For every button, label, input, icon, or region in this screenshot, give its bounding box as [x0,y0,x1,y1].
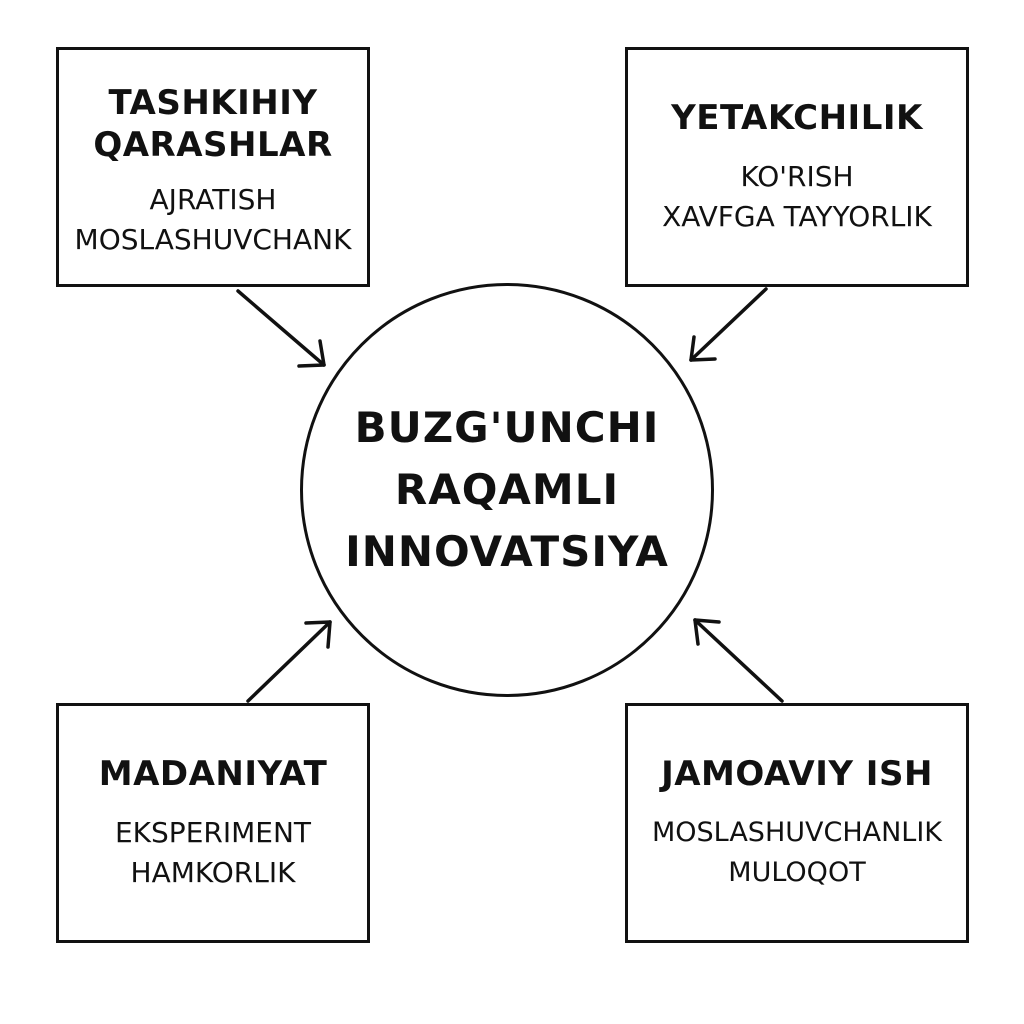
node-bottom-right: JAMOAVIY ISH MOSLASHUVCHANLIK MULOQOT [625,703,969,943]
node-bottom-right-items: MOSLASHUVCHANLIK MULOQOT [652,813,942,893]
node-bottom-left-title: MADANIYAT [98,754,328,794]
node-top-left-items: AJRATISH MOSLASHUVCHANK [75,180,352,260]
node-bottom-left-item: HAMKORLIK [130,856,296,889]
node-bottom-right-title: JAMOAVIY ISH [661,754,933,794]
node-top-left: TASHKIHIY QARASHLAR AJRATISH MOSLASHUVCH… [56,47,370,287]
node-top-left-item: MOSLASHUVCHANK [74,223,352,256]
node-top-right-items: KO'RISH XAVFGA TAYYORLIK [662,157,932,237]
center-node: BUZG'UNCHI RAQAMLI INNOVATSIYA [300,283,714,697]
node-top-right-item: XAVFGA TAYYORLIK [662,200,932,233]
node-top-left-item: AJRATISH [149,183,277,216]
arrow-top-left-to-center [236,289,326,368]
node-bottom-right-item: MOSLASHUVCHANLIK [651,817,943,848]
arrow-bottom-right-to-center [693,618,784,703]
center-node-title: BUZG'UNCHI RAQAMLI INNOVATSIYA [345,403,669,576]
node-top-right: YETAKCHILIK KO'RISH XAVFGA TAYYORLIK [625,47,969,287]
arrow-bottom-left-to-center [246,620,332,703]
arrow-top-right-to-center [689,287,768,362]
node-bottom-left: MADANIYAT EKSPERIMENT HAMKORLIK [56,703,370,943]
node-bottom-left-item: EKSPERIMENT [114,816,311,849]
node-top-right-item: KO'RISH [740,160,854,193]
node-top-left-title: TASHKIHIY QARASHLAR [93,83,333,165]
node-top-right-title: YETAKCHILIK [671,98,923,138]
node-bottom-left-items: EKSPERIMENT HAMKORLIK [115,813,311,893]
node-bottom-right-item: MULOQOT [728,857,866,888]
